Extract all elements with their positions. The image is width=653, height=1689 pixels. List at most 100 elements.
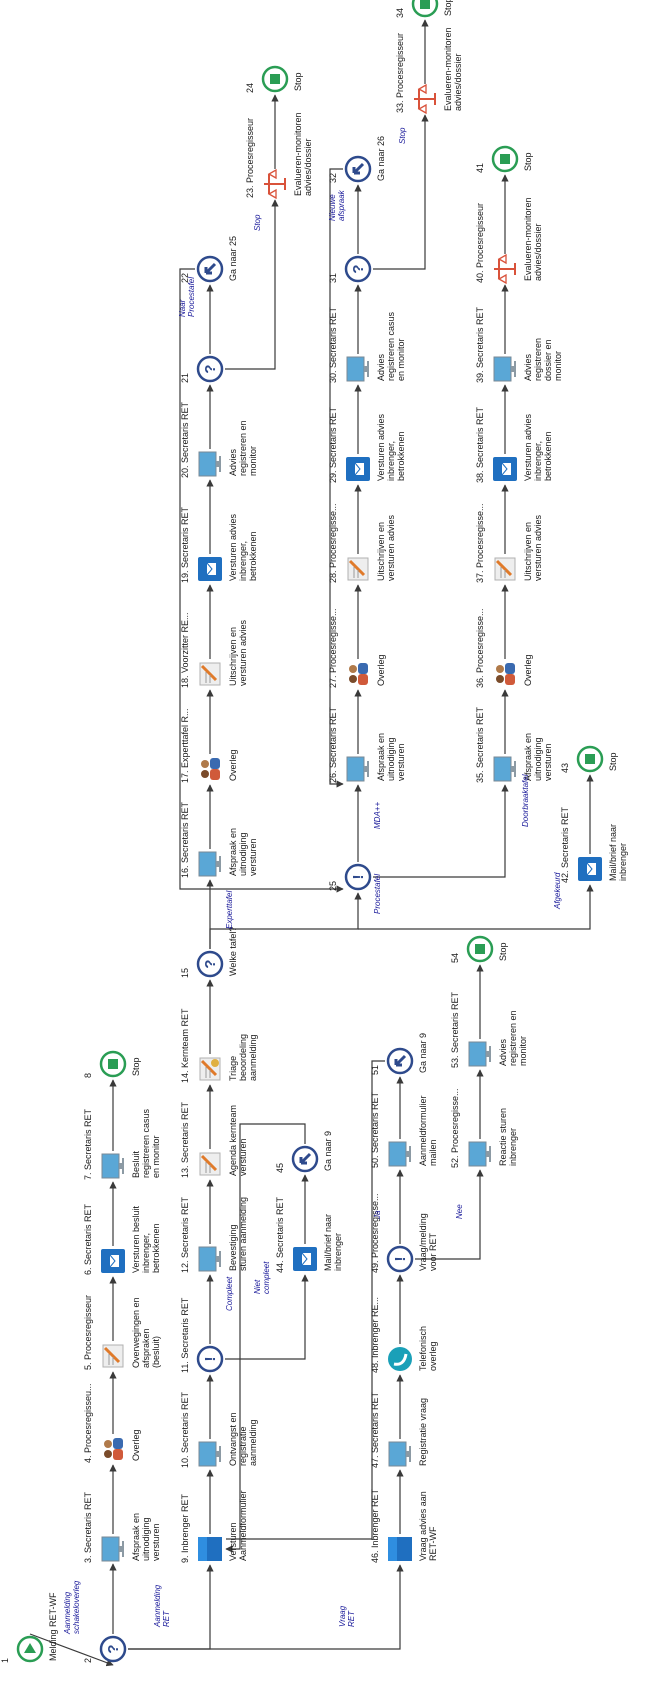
connector xyxy=(358,884,594,930)
event-exclamation-icon-11: !11. Secretaris RET xyxy=(180,1297,224,1373)
node-role-label: 7. Secretaris RET xyxy=(83,1108,93,1180)
node-caption: versturen advies xyxy=(386,514,396,581)
node-role-label: 44. Secretaris RET xyxy=(275,1196,285,1273)
connector xyxy=(29,1633,114,1667)
node-role-label: 34 xyxy=(395,8,405,18)
edge-label-aanmelding-ret: RET xyxy=(162,1610,171,1627)
node-caption: monitor xyxy=(248,446,258,476)
node-caption: Overleg xyxy=(228,749,238,781)
node-caption: Afspraak en xyxy=(228,828,238,876)
node-caption: (besluit) xyxy=(151,1336,161,1368)
svg-text:!: ! xyxy=(202,1357,219,1362)
node-caption: Bevestiging xyxy=(228,1224,238,1271)
node-role-label: 10. Secretaris RET xyxy=(180,1391,190,1468)
node-role-label: 23. Procesregisseur xyxy=(245,118,255,198)
node-role-label: 41 xyxy=(475,163,485,173)
node-caption: betrokkenen xyxy=(151,1223,161,1273)
node-caption: Versturen advies xyxy=(376,413,386,481)
node-caption: Versturen besluit xyxy=(131,1205,141,1273)
node-caption: registreren casus xyxy=(386,311,396,381)
node-role-label: 19. Secretaris RET xyxy=(180,506,190,583)
node-caption: Ga naar 25 xyxy=(228,236,238,281)
meeting-people-icon-27: 27. Procesregisse...Overleg xyxy=(328,608,386,688)
connector xyxy=(329,168,344,788)
node-caption: Ontvangst en xyxy=(228,1412,238,1466)
edge-label-experttafel: Experttafel xyxy=(225,891,234,929)
node-role-label: 5. Procesregisseur xyxy=(83,1295,93,1370)
svg-text:?: ? xyxy=(105,1644,122,1653)
node-caption: advies/dossier xyxy=(533,223,543,281)
node-caption: afspraken xyxy=(141,1328,151,1368)
node-role-label: 24 xyxy=(245,83,255,93)
edge-label-nieuwe-afspraak: afspraak xyxy=(337,189,346,221)
node-role-label: 9. Inbrenger RET xyxy=(180,1493,190,1563)
node-role-label: 15 xyxy=(180,968,190,978)
node-role-label: 30. Secretaris RET xyxy=(328,306,338,383)
node-caption: Versturen advies xyxy=(523,413,533,481)
connector xyxy=(128,1564,404,1650)
node-role-label: 6. Secretaris RET xyxy=(83,1203,93,1275)
node-caption: Afspraak en xyxy=(523,733,533,781)
node-caption: versturen xyxy=(238,1138,248,1176)
node-caption: Reactie sturen xyxy=(498,1108,508,1166)
node-caption: dossier en xyxy=(543,339,553,381)
node-caption: Stop xyxy=(608,752,618,771)
svg-text:?: ? xyxy=(202,959,219,968)
node-caption: versturen xyxy=(248,838,258,876)
node-role-label: 22 xyxy=(180,273,190,283)
meeting-people-icon-36: 36. Procesregisse...Overleg xyxy=(475,608,533,688)
node-role-label: 28. Procesregisse... xyxy=(328,503,338,583)
node-role-label: 36. Procesregisse... xyxy=(475,608,485,688)
node-caption: beoordeling xyxy=(238,1034,248,1081)
node-role-label: 51 xyxy=(370,1065,380,1075)
node-caption: en monitor xyxy=(396,338,406,381)
node-caption: Overleg xyxy=(376,654,386,686)
node-caption: Afspraak en xyxy=(131,1513,141,1561)
connector xyxy=(179,268,344,893)
node-caption: Afspraak en xyxy=(376,733,386,781)
event-exclamation-icon-25: !25 xyxy=(328,863,372,891)
node-caption: Vraag advies aan xyxy=(418,1491,428,1561)
node-role-label: 38. Secretaris RET xyxy=(475,406,485,483)
node-caption: Melding RET-WF xyxy=(48,1592,58,1661)
node-caption: inbrenger xyxy=(508,1128,518,1166)
node-caption: versturen advies xyxy=(533,514,543,581)
node-caption: Advies xyxy=(228,448,238,476)
node-role-label: 31 xyxy=(328,273,338,283)
edge-label-nee: Nee xyxy=(455,1204,464,1219)
node-caption: uitnodiging xyxy=(386,737,396,781)
node-role-label: 4. Procesregisseu... xyxy=(83,1383,93,1463)
node-caption: Versturen xyxy=(228,1522,238,1561)
connector xyxy=(373,784,509,878)
node-role-label: 46. Inbrenger RET xyxy=(370,1488,380,1563)
node-role-label: 33. Procesregisseur xyxy=(395,33,405,113)
node-caption: registreren casus xyxy=(141,1108,151,1178)
node-caption: Uitschrijven en xyxy=(228,627,238,686)
node-caption: Uitschrijven en xyxy=(376,522,386,581)
node-caption: Uitschrijven en xyxy=(523,522,533,581)
node-caption: inbrenger, xyxy=(238,541,248,581)
node-caption: aanmelding xyxy=(248,1419,258,1466)
node-role-label: 39. Secretaris RET xyxy=(475,306,485,383)
connector xyxy=(209,892,362,949)
edge-label-aanmelding-schakeloverleg: schakeloverleg xyxy=(72,1580,81,1634)
edge-label-aanmelding-schakeloverleg: Aanmelding xyxy=(63,1591,72,1635)
node-role-label: 2 xyxy=(83,1658,93,1663)
node-role-label: 43 xyxy=(560,763,570,773)
node-caption: RET-WF xyxy=(428,1526,438,1561)
flow-connectors xyxy=(29,19,594,1667)
